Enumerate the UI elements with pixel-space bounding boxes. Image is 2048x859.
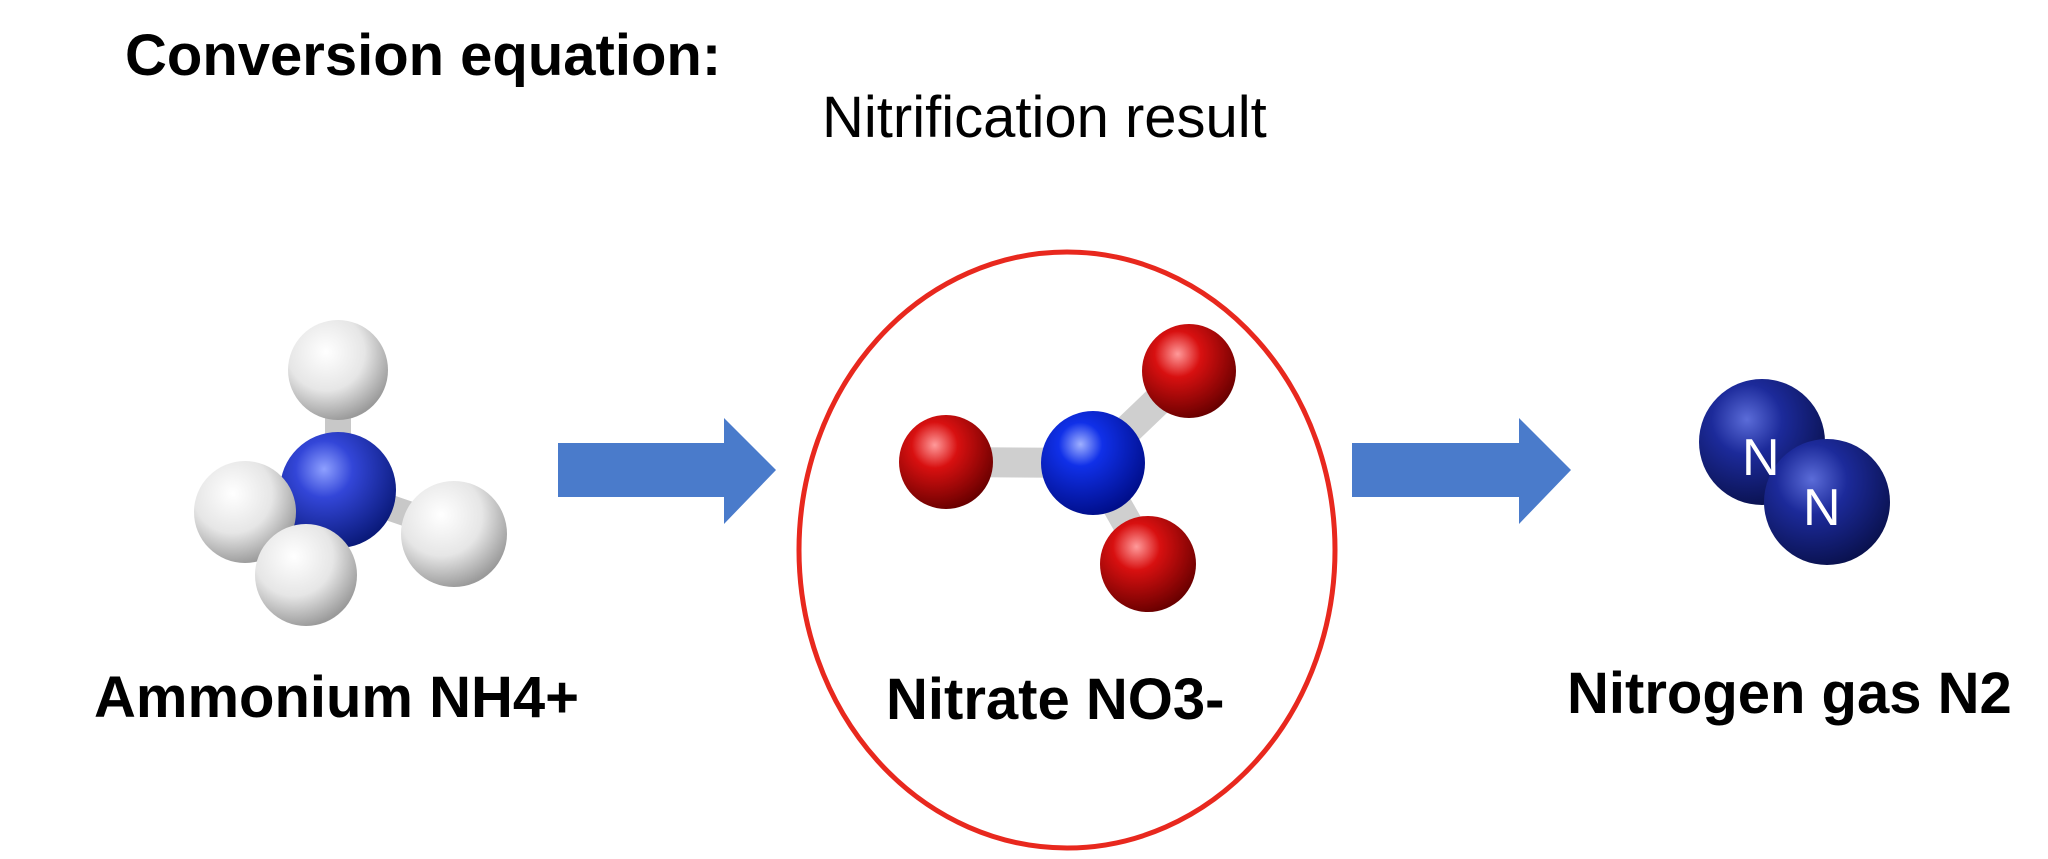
ammonium-molecule-icon: [194, 320, 507, 626]
page-heading: Conversion equation:: [125, 23, 722, 88]
arrow-right-icon: [1352, 418, 1571, 524]
nitrate-label: Nitrate NO3-: [886, 667, 1225, 732]
nitrogen-gas-label: Nitrogen gas N2: [1567, 661, 2012, 726]
nitrogen-atom-label: N: [1803, 479, 1841, 537]
arrow-right-icon: [558, 418, 776, 524]
nitrogen-atom-label: N: [1742, 429, 1780, 487]
highlight-ring: [796, 249, 1338, 851]
diagram-subtitle: Nitrification result: [822, 85, 1267, 150]
nitrogen-gas-molecule-icon: N N: [1699, 379, 1890, 565]
nitrate-molecule-icon: [899, 324, 1236, 612]
ammonium-label: Ammonium NH4+: [94, 665, 580, 730]
